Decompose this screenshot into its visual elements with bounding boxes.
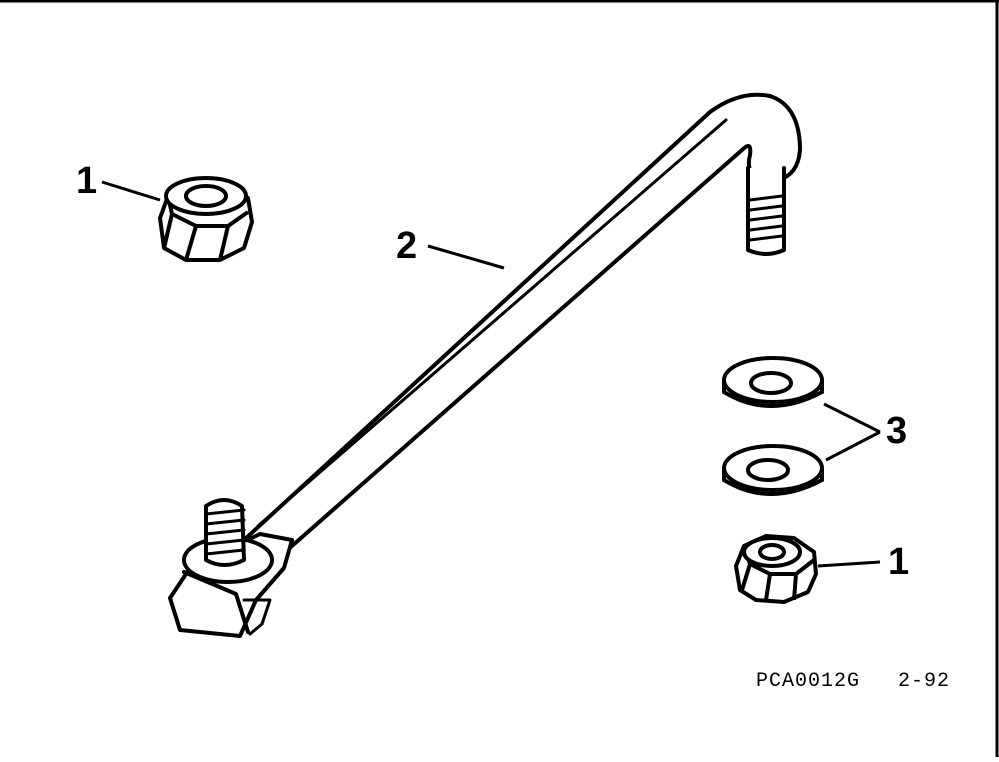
callout-part-2: 2 xyxy=(396,225,418,267)
washer-upper xyxy=(722,356,824,408)
callout-part-3: 3 xyxy=(886,410,908,452)
hex-nut-lower xyxy=(734,534,818,604)
callout-part-1-upper: 1 xyxy=(76,160,98,202)
hex-nut-upper xyxy=(158,176,254,262)
washer-lower xyxy=(722,444,824,496)
page-reference-label: 2-92 xyxy=(898,670,951,693)
leader-lines-part-3 xyxy=(823,402,881,462)
leader-line-part-1-upper xyxy=(101,180,161,202)
steering-link-rod xyxy=(168,92,802,638)
part-code-label: PCA0012G xyxy=(756,670,861,693)
callout-part-1-lower: 1 xyxy=(888,541,910,583)
leader-line-part-1-lower xyxy=(817,560,881,568)
leader-line-part-2 xyxy=(427,244,505,270)
